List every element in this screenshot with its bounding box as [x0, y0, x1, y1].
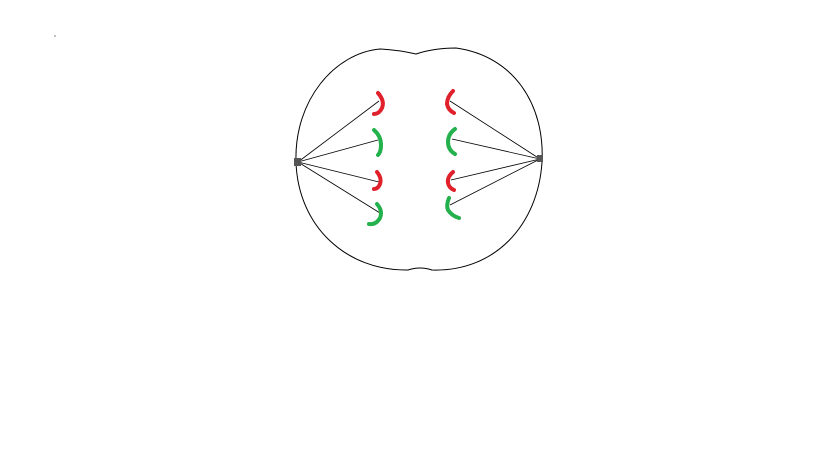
chromosome-red	[445, 170, 456, 192]
centrosome-right	[537, 155, 543, 162]
chromosomes-left	[367, 91, 385, 227]
spindle-fibers-left	[297, 100, 381, 214]
spindle-fiber	[297, 161, 380, 183]
chromosome-red	[445, 89, 456, 115]
spindle-fiber	[297, 161, 381, 214]
chromosome-green	[446, 127, 457, 156]
spindle-fiber	[449, 100, 541, 160]
centrosome-left	[294, 158, 301, 166]
chromosome-red	[372, 91, 385, 116]
spindle-fiber	[449, 158, 541, 206]
spindle-fiber	[450, 158, 541, 181]
chromosome-green	[445, 196, 461, 220]
chromosome-green	[372, 128, 383, 157]
spindle-fibers-right	[449, 100, 541, 206]
spindle-fiber	[297, 139, 379, 163]
chromosome-green	[367, 202, 383, 227]
stray-dot	[54, 35, 56, 37]
chromosomes-right	[445, 89, 461, 220]
chromosome-red	[372, 170, 383, 191]
spindle-fiber	[451, 138, 541, 160]
spindle-fiber	[297, 100, 380, 163]
